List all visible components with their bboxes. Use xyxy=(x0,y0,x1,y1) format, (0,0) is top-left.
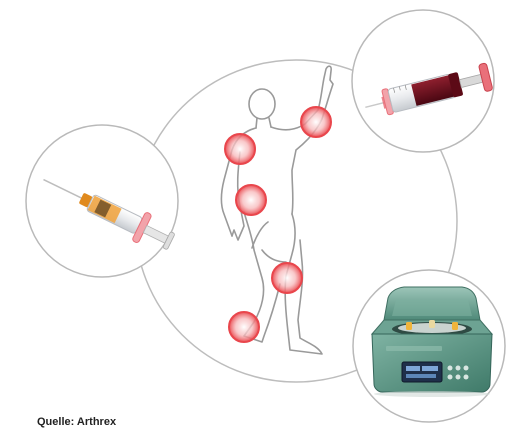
centrifuge-panel xyxy=(353,270,505,422)
orange-syringe-panel xyxy=(26,125,178,277)
joint-highlight-icon xyxy=(225,134,255,164)
source-caption: Quelle: Arthrex xyxy=(37,416,116,428)
joint-highlight-icon xyxy=(229,312,259,342)
blood-syringe-panel xyxy=(352,10,494,152)
joint-highlight-icon xyxy=(272,263,302,293)
joint-highlight-icon xyxy=(301,107,331,137)
centrifuge-icon xyxy=(372,287,492,397)
joint-highlight-icon xyxy=(236,185,266,215)
